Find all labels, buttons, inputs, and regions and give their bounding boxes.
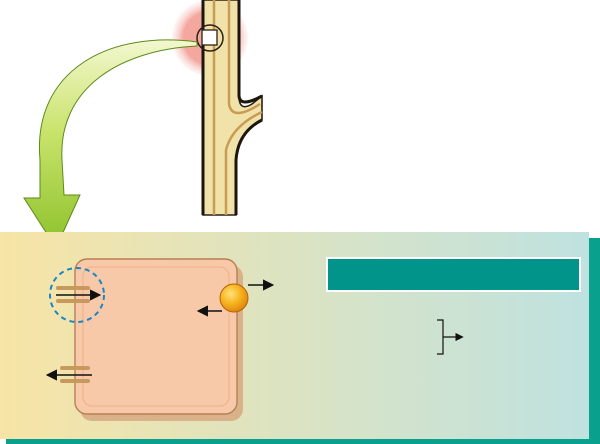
carrier-protein-icon	[196, 279, 275, 317]
vessel-edge-inner	[234, 118, 263, 215]
ion-channel-icon-2	[45, 366, 92, 383]
cell-inner-edge	[82, 266, 230, 407]
dashed-highlight-circle	[49, 267, 105, 323]
vessel-edge-right	[237, 0, 263, 104]
title-bar	[326, 257, 581, 292]
detail-panel	[0, 232, 600, 444]
carrier-ball	[219, 283, 249, 313]
cell-body	[74, 258, 238, 415]
ion-channel-icon	[56, 286, 102, 303]
vessel-lumen-branch	[224, 110, 263, 215]
vessel-lumen-right	[227, 0, 261, 115]
bracket-arrow-icon	[437, 319, 464, 355]
cell	[74, 258, 243, 421]
zoom-circle-icon	[196, 24, 224, 52]
blood-vessel	[172, 0, 263, 216]
zoom-square	[201, 29, 218, 46]
curved-pointer-arrow-icon	[23, 39, 198, 250]
